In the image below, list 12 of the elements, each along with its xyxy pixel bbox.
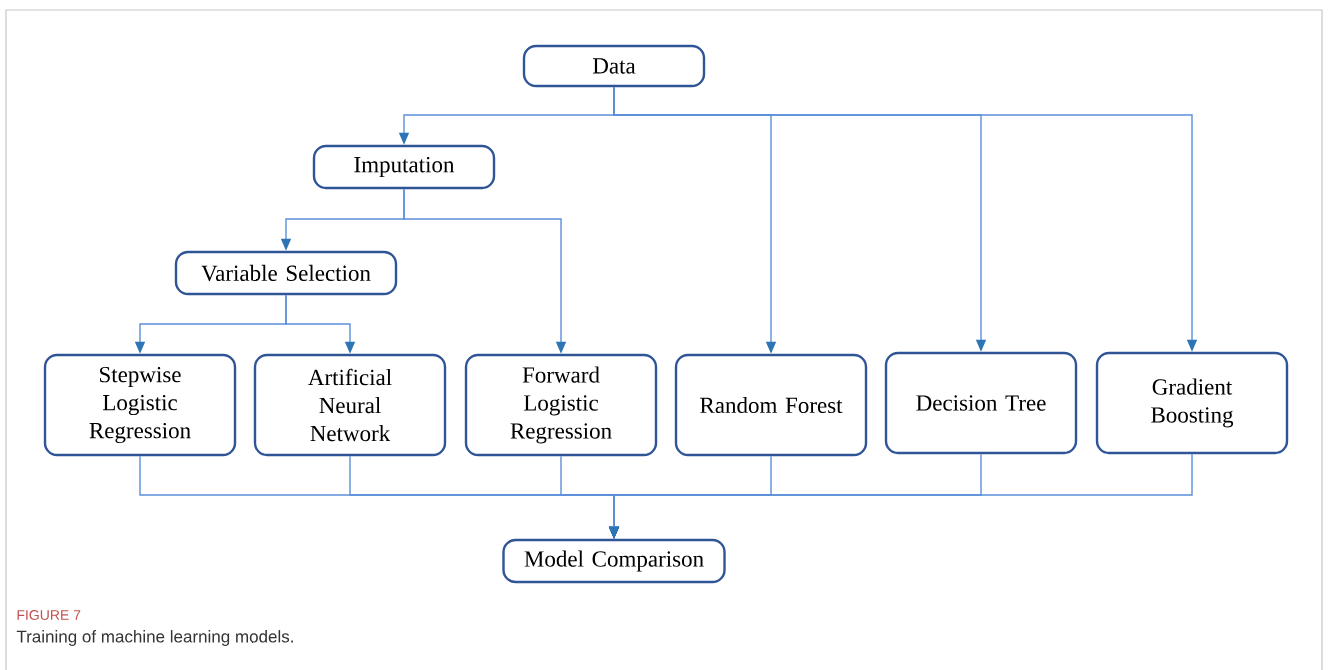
- process-box: Stepwise Logistic Regression: [43, 353, 237, 457]
- process-box: Forward Logistic Regression: [464, 353, 658, 457]
- caption: Training of machine learning models.: [16, 630, 293, 646]
- process-box: Variable Selection: [174, 250, 398, 296]
- process-box: Imputation: [312, 144, 496, 190]
- process-box: Model Comparison: [502, 538, 726, 584]
- process-box: Decision Tree: [884, 351, 1078, 455]
- process-box: Gradient Boosting: [1095, 351, 1289, 455]
- figure-number: FIGURE 7: [17, 610, 81, 620]
- process-box: Artificial Neural Network: [253, 353, 447, 457]
- process-box: Data: [522, 44, 706, 88]
- process-box: Random Forest: [674, 353, 868, 457]
